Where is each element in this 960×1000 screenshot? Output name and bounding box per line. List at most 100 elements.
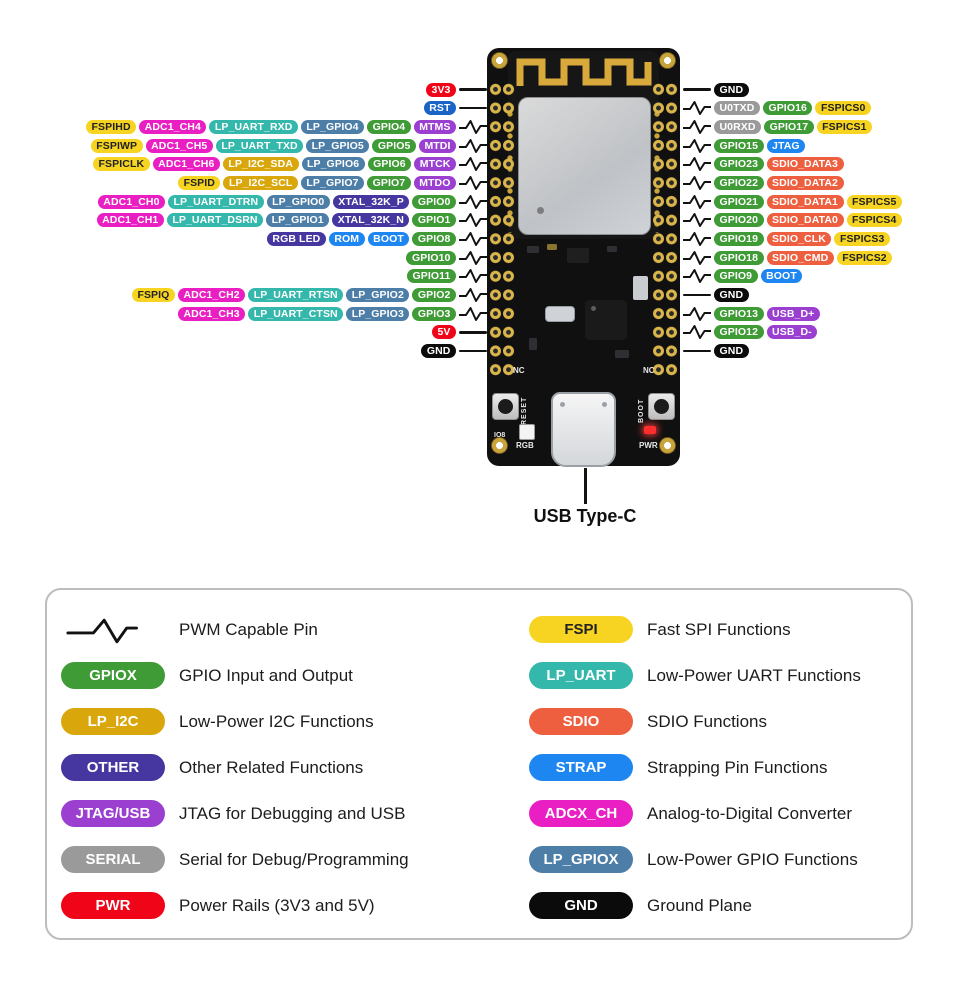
pin-badge-xtal-32k-p: XTAL_32K_P — [332, 194, 410, 209]
pin-row: GPIO10 — [406, 250, 487, 265]
legend-item: GND Ground Plane — [529, 892, 897, 919]
pin-badge-fspiwp: FSPIWP — [90, 138, 143, 153]
pwm-wave-icon — [459, 138, 487, 154]
pin-badge-sdio-data0: SDIO_DATA0 — [766, 213, 844, 228]
pin-badge-u0txd: U0TXD — [714, 101, 760, 116]
legend-badge-zone: FSPI — [529, 616, 633, 643]
pin-badge-boot: BOOT — [760, 269, 803, 284]
wire-connector-icon — [683, 349, 711, 353]
legend-badge-zone: SDIO — [529, 708, 633, 735]
pin-badge-3v3: 3V3 — [426, 82, 456, 97]
pwm-wave-icon — [459, 287, 487, 303]
pin-badge-gpio19: GPIO19 — [714, 232, 764, 246]
legend-item-label: Ground Plane — [647, 895, 752, 915]
pin-row: 3V3 — [426, 82, 487, 97]
pwm-wave-icon — [683, 324, 711, 340]
pwm-wave-icon — [683, 138, 711, 154]
pin-badge-fspid: FSPID — [178, 175, 221, 190]
pin-badge-fspics3: FSPICS3 — [834, 232, 890, 246]
legend-item-label: Low-Power GPIO Functions — [647, 849, 858, 869]
pin-badge-lp-gpio2: LP_GPIO2 — [346, 288, 410, 303]
pin-badge-sdio-clk: SDIO_CLK — [766, 232, 832, 246]
legend-item-label: Other Related Functions — [179, 757, 364, 777]
nc-silkscreen-right: NC — [643, 366, 655, 375]
pwm-wave-icon — [683, 306, 711, 322]
smd-ic — [567, 248, 589, 263]
pwm-wave-icon — [683, 268, 711, 284]
boot-button — [648, 393, 675, 420]
pin-badge-lp-gpio3: LP_GPIO3 — [346, 306, 410, 321]
pwm-wave-icon — [459, 212, 487, 228]
pin-badge-lp-gpio4: LP_GPIO4 — [300, 119, 365, 134]
pin-badge-gpio20: GPIO20 — [714, 213, 764, 228]
wire-connector-icon — [683, 293, 711, 297]
pin-badge-5v: 5V — [431, 325, 456, 340]
pin-header-right — [652, 80, 678, 380]
pin-badge-sdio-data3: SDIO_DATA3 — [766, 157, 844, 172]
pin-badge-lp-uart-rtsn: LP_UART_RTSN — [248, 288, 344, 303]
pwr-silkscreen: PWR — [639, 441, 658, 450]
pin-badge-lp-uart-dtrn: LP_UART_DTRN — [168, 194, 264, 209]
pin-badge-gpio8: GPIO8 — [412, 232, 456, 246]
power-led — [644, 426, 656, 434]
legend-badge-zone: GND — [529, 892, 633, 919]
pin-badge-fspihd: FSPIHD — [86, 119, 137, 134]
pin-badge-gpio15: GPIO15 — [714, 138, 764, 153]
pin-badge-gpio0: GPIO0 — [412, 194, 456, 209]
pin-badge-u0rxd: U0RXD — [714, 119, 762, 134]
pin-badge-lp-i2c-sda: LP_I2C_SDA — [222, 157, 299, 172]
legend-item-label: GPIO Input and Output — [179, 665, 353, 685]
legend-badge-lp-i2c: LP_I2C — [61, 708, 165, 735]
wifi-module — [507, 51, 660, 239]
legend-item-label: PWM Capable Pin — [179, 619, 318, 639]
pin-badge-gpio7: GPIO7 — [367, 175, 411, 190]
pin-badge-lp-gpio1: LP_GPIO1 — [266, 213, 330, 228]
pin-badge-adc1-ch5: ADC1_CH5 — [145, 138, 213, 153]
pin-header-left — [489, 80, 515, 380]
pin-badge-mtdi: MTDI — [418, 138, 456, 153]
pin-badge-lp-uart-txd: LP_UART_TXD — [215, 138, 304, 153]
boot-silkscreen: BOOT — [638, 398, 645, 423]
pin-badge-sdio-data2: SDIO_DATA2 — [766, 175, 844, 190]
pwm-wave-icon — [683, 231, 711, 247]
pwm-wave-icon — [683, 119, 711, 135]
pin-badge-fspiq: FSPIQ — [131, 288, 175, 303]
pin-row: RST — [423, 101, 487, 116]
pin-badge-gpio6: GPIO6 — [367, 157, 412, 172]
usb-callout-line — [584, 468, 587, 504]
pin-badge-xtal-32k-n: XTAL_32K_N — [332, 213, 410, 228]
pin-badge-lp-gpio7: LP_GPIO7 — [300, 175, 365, 190]
legend-badge-fspi: FSPI — [529, 616, 633, 643]
pin-row: GND — [421, 344, 487, 359]
usb-type-c-label: USB Type-C — [533, 506, 637, 526]
legend-badge-lp-gpiox: LP_GPIOX — [529, 846, 633, 873]
legend-item: LP_GPIOX Low-Power GPIO Functions — [529, 846, 897, 873]
pin-badge-fspics1: FSPICS1 — [816, 119, 873, 134]
pin-badge-adc1-ch1: ADC1_CH1 — [96, 213, 164, 228]
pin-badge-fspiclk: FSPICLK — [93, 157, 150, 172]
pin-row: GND — [683, 82, 749, 97]
pin-badge-gpio4: GPIO4 — [367, 119, 411, 134]
pin-badge-mtdo: MTDO — [413, 175, 456, 190]
pin-badge-gpio22: GPIO22 — [714, 175, 764, 190]
antenna-icon — [516, 58, 652, 86]
pin-row: 5V — [431, 325, 487, 340]
